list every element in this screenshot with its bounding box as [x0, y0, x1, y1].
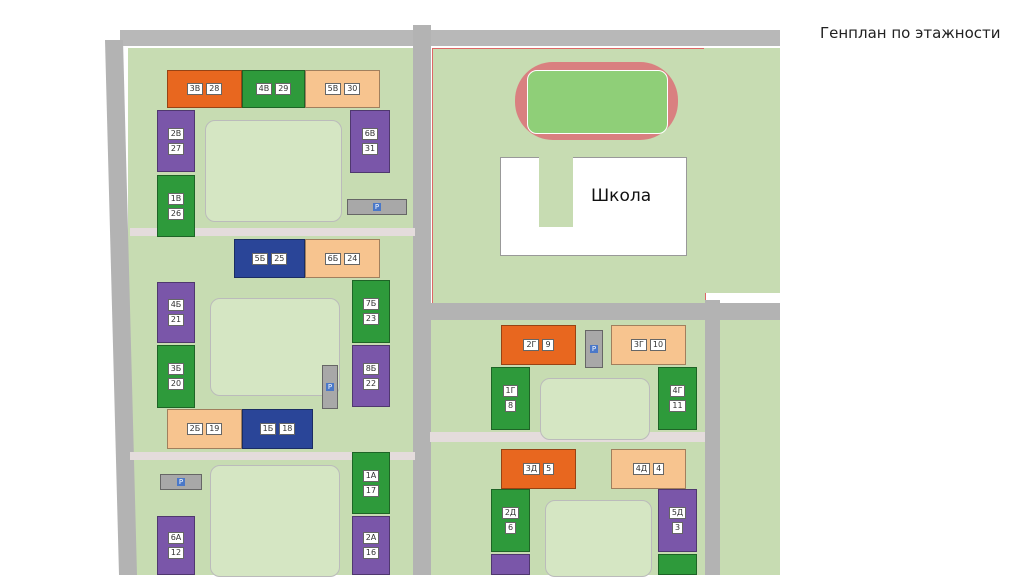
- building-label: 2Б: [186, 423, 204, 435]
- building-number: 20: [167, 378, 185, 390]
- road-central: [413, 25, 431, 575]
- building-number: 8: [504, 400, 517, 412]
- building-number: 17: [362, 484, 380, 497]
- building-label: 4В: [255, 83, 273, 95]
- building-label: 1А: [362, 469, 380, 482]
- building-number: 18: [279, 423, 296, 435]
- building-label: 5Б: [251, 252, 269, 265]
- building-number: 29: [275, 83, 292, 95]
- running-track: [515, 62, 678, 140]
- building-number: 6: [504, 522, 517, 534]
- building-number: 19: [206, 423, 223, 435]
- building-number: 22: [362, 377, 380, 390]
- lane-1: [130, 228, 415, 236]
- building-number: 16: [362, 547, 380, 559]
- building-number: 24: [344, 252, 361, 265]
- building-number: 25: [271, 252, 288, 265]
- building-partial: [491, 554, 530, 575]
- building-label: 4Б: [167, 299, 185, 311]
- lane-2: [130, 452, 415, 460]
- park-east: [704, 48, 780, 293]
- school-building: Школа: [500, 157, 687, 256]
- building-label: 3Б: [167, 363, 185, 375]
- building-label: 1Б: [259, 423, 277, 435]
- building-label: 1В: [167, 192, 185, 205]
- building-number: 4: [653, 463, 665, 475]
- building-label: 5Д: [668, 507, 687, 519]
- building-label: 2А: [362, 532, 380, 544]
- parking: P: [585, 330, 603, 368]
- road-north: [120, 30, 780, 46]
- building-number: 9: [542, 339, 554, 351]
- courtyard: [205, 120, 342, 222]
- plan-title: Генплан по этажности: [820, 24, 1001, 42]
- courtyard: [210, 298, 340, 396]
- parking: P: [347, 199, 407, 215]
- building-partial: [658, 554, 697, 575]
- building-label: 7Б: [362, 298, 380, 310]
- building-label: 4Г: [669, 385, 686, 397]
- building-number: 31: [361, 143, 379, 155]
- building-number: 28: [206, 83, 223, 95]
- building-number: 23: [362, 313, 380, 325]
- building-label: 4Д: [632, 463, 651, 475]
- road-east: [705, 300, 720, 575]
- building-label: 3Г: [630, 339, 647, 351]
- building-number: 12: [167, 547, 185, 559]
- building-label: 2В: [167, 127, 185, 140]
- building-number: 27: [167, 142, 185, 155]
- football-field: [527, 70, 668, 134]
- building-label: 6А: [167, 532, 185, 544]
- courtyard: [545, 500, 652, 577]
- building-label: 6Б: [324, 252, 342, 265]
- courtyard: [540, 378, 650, 440]
- building-number: 5: [543, 463, 555, 475]
- building-label: 5В: [324, 83, 342, 95]
- building-number: 11: [669, 400, 686, 412]
- parking: P: [160, 474, 202, 490]
- building-number: 21: [167, 314, 185, 326]
- building-label: 1Г: [502, 385, 519, 397]
- building-number: 10: [649, 339, 667, 351]
- building-label: 6В: [361, 128, 379, 140]
- building-label: 2Г: [523, 339, 540, 351]
- building-number: 26: [167, 207, 185, 220]
- building-label: 3В: [186, 83, 204, 95]
- building-label: 2Д: [501, 507, 520, 519]
- parking: P: [322, 365, 338, 409]
- courtyard: [210, 465, 340, 577]
- building-label: 8Б: [362, 362, 380, 375]
- building-number: 30: [344, 83, 361, 95]
- building-number: 3: [671, 522, 684, 534]
- road-mid: [430, 303, 780, 320]
- building-label: 3Д: [522, 463, 541, 475]
- boulevard: [720, 320, 780, 575]
- school-label: Школа: [591, 186, 652, 206]
